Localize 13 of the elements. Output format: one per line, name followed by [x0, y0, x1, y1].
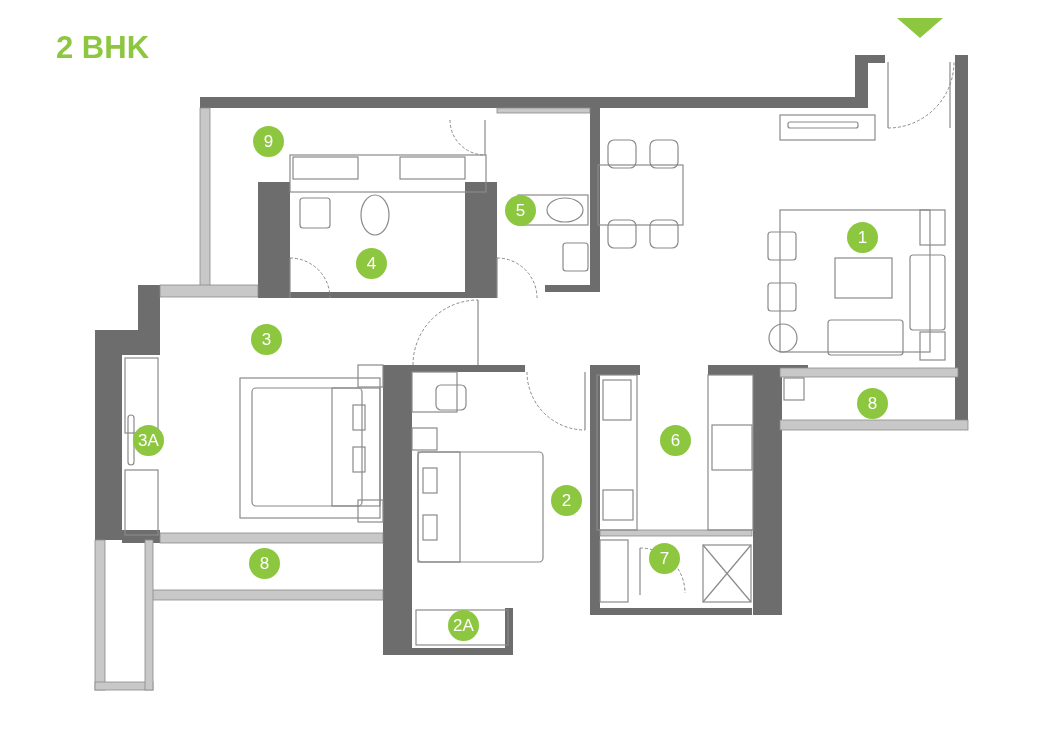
callout-number: 6 [660, 425, 691, 456]
callout-number: 3 [251, 324, 282, 355]
callout-number: 2A [448, 610, 479, 641]
callout-number: 5 [505, 195, 536, 226]
callout-number: 3A [133, 425, 164, 456]
callout-number: 9 [253, 126, 284, 157]
plan-title: 2 BHK [56, 30, 149, 66]
callout-number: 4 [356, 248, 387, 279]
callout-number: 8 [857, 388, 888, 419]
callout-number: 8 [249, 548, 280, 579]
callout-number: 1 [847, 222, 878, 253]
callout-number: 7 [649, 543, 680, 574]
callout-number: 2 [551, 485, 582, 516]
